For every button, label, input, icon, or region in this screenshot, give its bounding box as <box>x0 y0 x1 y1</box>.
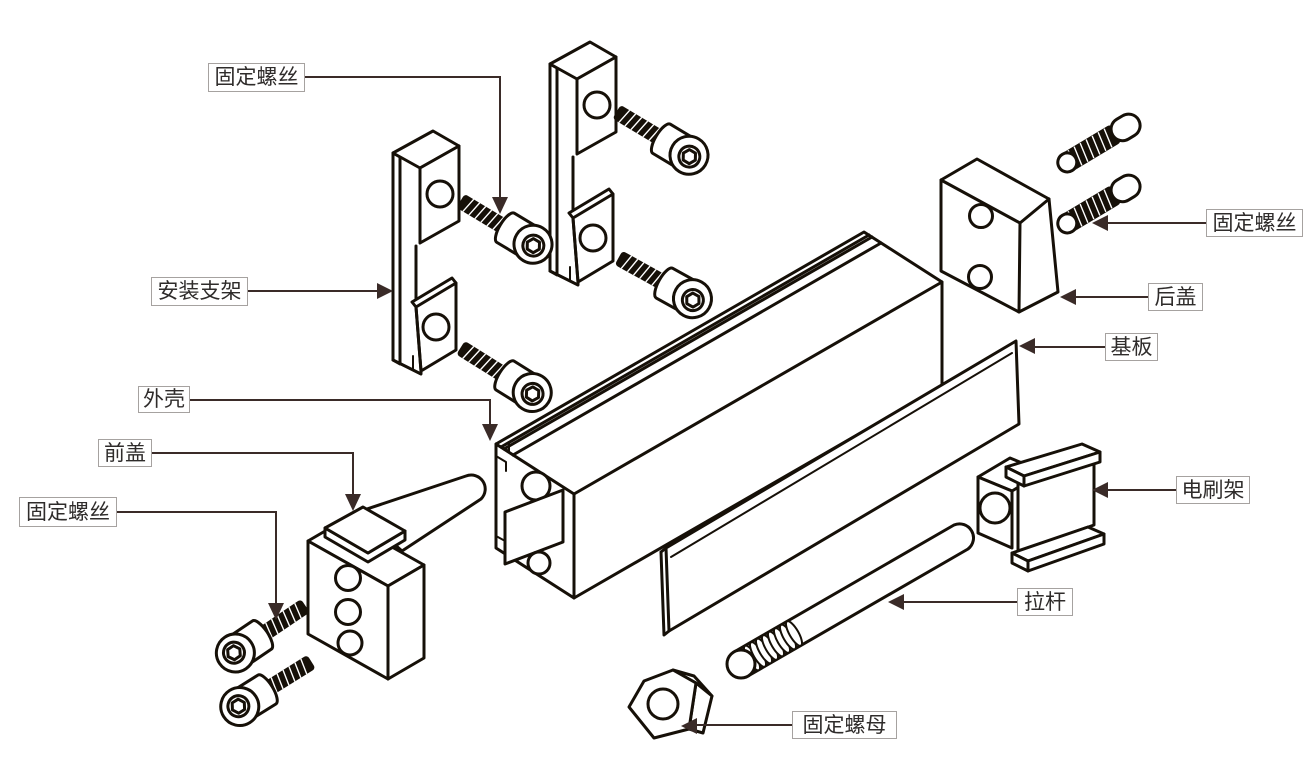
callout-label-fixing-screw-top-left: 固定螺丝 <box>208 63 305 92</box>
leader-front-cover <box>152 452 361 511</box>
leader-base-plate <box>1019 338 1105 354</box>
leader-housing <box>190 399 498 441</box>
part-rear-cover <box>939 157 1060 314</box>
leader-fixing-screw-bottom-left <box>117 511 284 620</box>
callout-label-rear-cover: 后盖 <box>1148 283 1203 311</box>
part-fixing-screw-2 <box>605 94 717 183</box>
leader-pull-rod <box>888 594 1017 610</box>
callout-label-fixing-screw-bottom-left: 固定螺丝 <box>19 497 117 527</box>
part-front-cover <box>306 473 487 681</box>
callout-label-pull-rod: 拉杆 <box>1017 588 1073 616</box>
callout-label-fixing-nut: 固定螺母 <box>792 711 897 739</box>
part-fixing-screw-4 <box>449 330 560 421</box>
part-pull-rod <box>725 522 975 680</box>
leader-fixing-nut <box>681 718 792 734</box>
part-fixing-nut <box>627 668 714 740</box>
part-brush-holder <box>976 442 1106 573</box>
callout-label-mounting-bracket: 安装支架 <box>151 277 248 306</box>
part-fixing-screw-3 <box>608 239 720 327</box>
callout-label-brush-holder: 电刷架 <box>1176 476 1250 504</box>
part-fixing-stud-1 <box>1051 108 1146 179</box>
leader-brush-holder <box>1092 482 1176 498</box>
leader-rear-cover <box>1060 289 1148 305</box>
callout-label-base-plate: 基板 <box>1105 333 1158 361</box>
callout-label-front-cover: 前盖 <box>98 439 152 467</box>
leader-mounting-bracket <box>248 283 393 299</box>
part-housing <box>494 230 944 600</box>
part-fixing-stud-2 <box>1051 169 1146 240</box>
callout-label-housing: 外壳 <box>138 386 190 413</box>
callout-label-fixing-screw-right: 固定螺丝 <box>1206 209 1303 237</box>
part-mounting-bracket-1 <box>391 129 461 376</box>
leader-fixing-screw-top-left <box>305 76 508 214</box>
leader-fixing-screw-right <box>1092 215 1206 231</box>
part-mounting-bracket-2 <box>548 40 618 287</box>
part-base-plate <box>659 339 1021 637</box>
